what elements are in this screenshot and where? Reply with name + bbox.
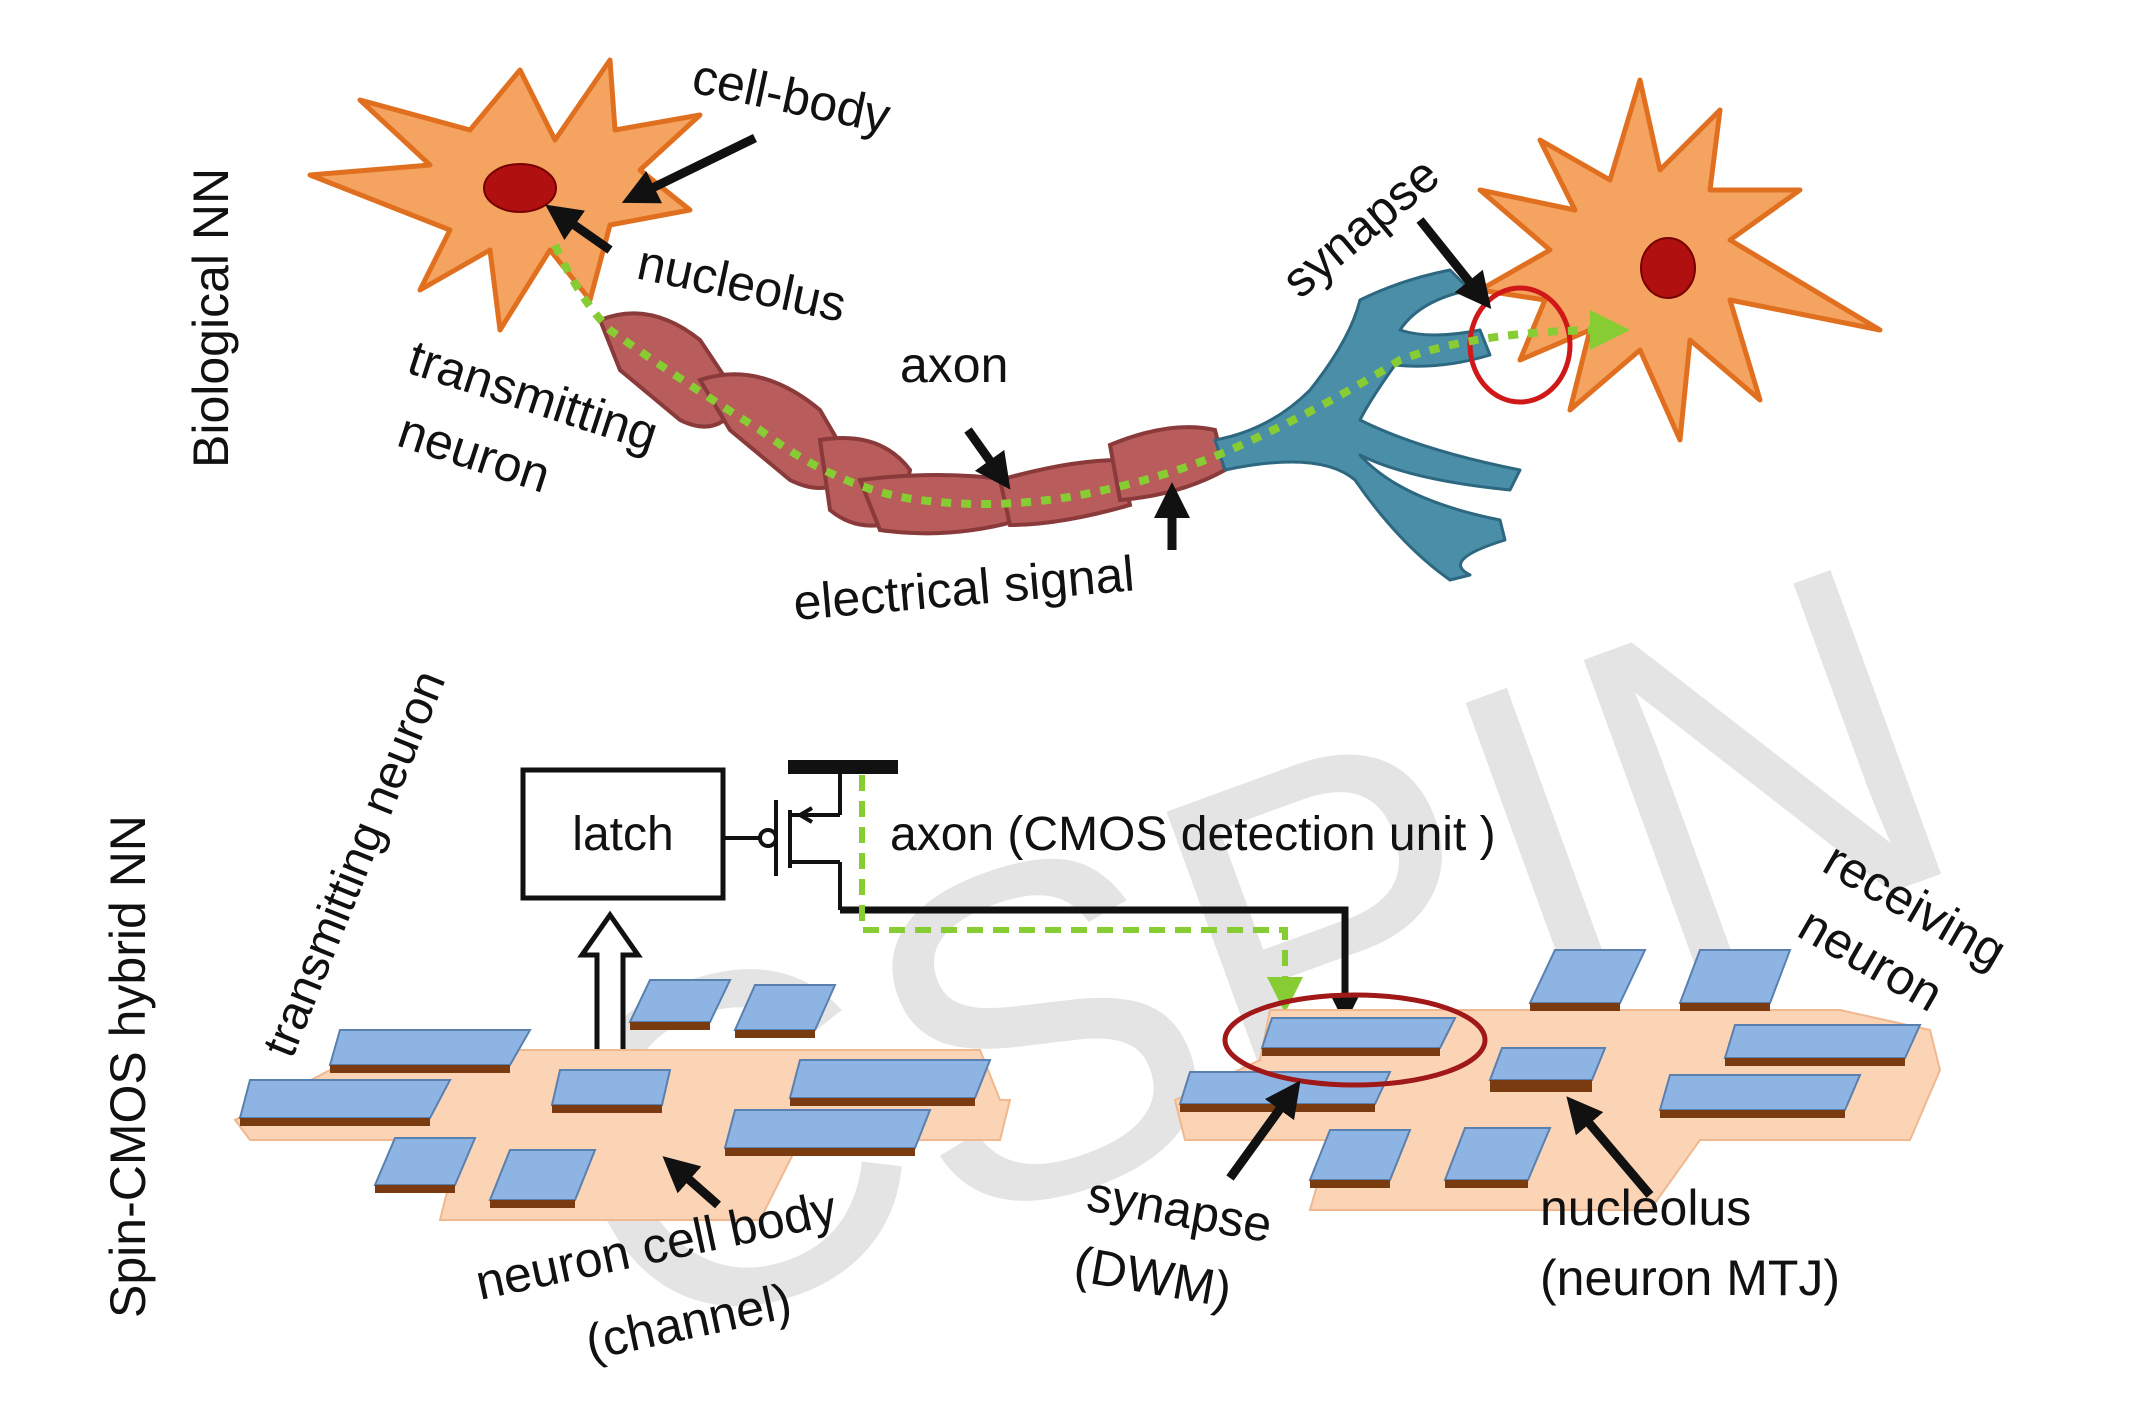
synapse-dwm-highlight: [1222, 992, 1488, 1088]
label-cmos-axon: axon (CMOS detection unit ): [890, 808, 1496, 861]
label-nucleolus-hybrid: nucleolus: [1540, 1180, 1751, 1236]
mtj-block: [1308, 1129, 1412, 1188]
mtj-block: [1528, 949, 1647, 1011]
mtj-block: [488, 1149, 597, 1208]
transmitting-mtj-array: [238, 979, 992, 1208]
label-electrical-signal: electrical signal: [791, 545, 1136, 631]
synapse-dwm-arrow: [1226, 1080, 1301, 1181]
mtj-block: [628, 979, 732, 1030]
label-neuron-mtj: (neuron MTJ): [1540, 1250, 1840, 1306]
section-label-hybrid: Spin-CMOS hybrid NN: [100, 815, 156, 1318]
mtj-block: [550, 1069, 672, 1113]
mtj-block: [1723, 1024, 1922, 1066]
mtj-block: [1658, 1074, 1862, 1118]
receiving-mtj-array: [1178, 949, 1922, 1188]
label-axon: axon: [900, 337, 1008, 393]
mtj-block synapse-dwm: [1260, 1017, 1457, 1056]
cell-body-to-latch-arrow: [577, 910, 643, 1063]
mtj-block: [723, 1109, 932, 1156]
label-dwm: (DWM): [1070, 1236, 1236, 1319]
hybrid-signal-path: [859, 775, 1303, 1013]
electrical-signal-path: [551, 243, 1630, 508]
cell-body-label-arrow: [662, 1156, 721, 1209]
neuron-mtj-arrow: [1566, 1096, 1654, 1198]
nucleolus-arrow: [545, 204, 613, 254]
vdd-bar: [788, 760, 898, 774]
mtj-block: [788, 1059, 992, 1106]
mtj-block neuron-mtj: [1488, 1047, 1607, 1092]
section-label-biological: Biological NN: [183, 168, 239, 468]
mtj-block: [373, 1137, 477, 1193]
axon-terminal: [1213, 268, 1522, 582]
mtj-block: [238, 1079, 452, 1126]
cmos-transistor: [723, 770, 842, 910]
mtj-block: [1443, 1127, 1552, 1188]
latch-box: [520, 767, 726, 901]
receiving-nucleolus: [1640, 237, 1696, 299]
mtj-block: [733, 984, 837, 1038]
mtj-block: [1678, 949, 1792, 1011]
axon-wire: [840, 906, 1359, 1024]
synapse-arrow: [1416, 217, 1492, 310]
latch-label: latch: [572, 808, 673, 861]
axon-arrow: [964, 427, 1011, 490]
mtj-block: [328, 1029, 532, 1073]
label-cell-body: cell-body: [688, 48, 895, 144]
cell-body-arrow: [621, 133, 757, 204]
transmitting-nucleolus: [483, 163, 557, 213]
label-transmitting-neuron: transmitting neuron: [253, 663, 456, 1064]
